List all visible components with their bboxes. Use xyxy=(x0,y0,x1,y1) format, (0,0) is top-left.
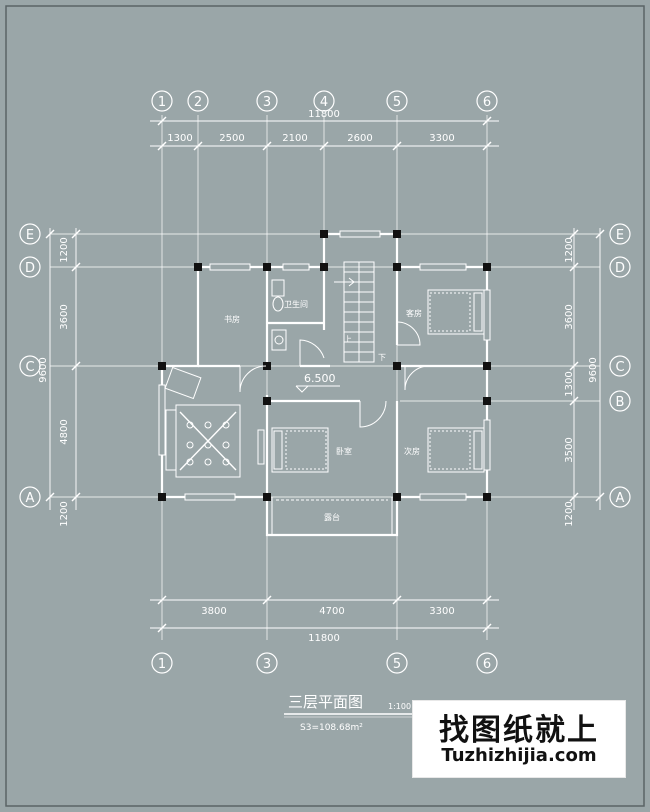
dim-left-seg-2: 3600 xyxy=(59,304,70,329)
floor-elevation: 6.500 xyxy=(304,372,336,385)
bedroom-bed xyxy=(257,427,329,473)
axis-label-top-1: 1 xyxy=(158,95,166,110)
room-label-bedroom: 卧室 xyxy=(336,446,352,456)
dim-right-seg-4: 3500 xyxy=(564,437,575,462)
elevation-marker xyxy=(295,385,310,393)
dim-top-seg-2: 2500 xyxy=(219,133,244,144)
brand-url: Tuzhizhijia.com xyxy=(441,745,597,766)
staircase xyxy=(334,261,375,363)
dim-bottom-seg-2: 4700 xyxy=(319,606,344,617)
dim-top-seg-3: 2100 xyxy=(282,133,307,144)
study-furniture xyxy=(164,366,241,478)
dim-right-seg-3: 1300 xyxy=(564,371,575,396)
structural-columns xyxy=(158,230,491,501)
axis-label-top-2: 2 xyxy=(194,95,202,110)
dim-top-seg-1: 1300 xyxy=(167,133,192,144)
room-label-second-bedroom: 次房 xyxy=(404,446,420,456)
room-label-balcony: 露台 xyxy=(324,512,340,522)
windows xyxy=(158,230,491,501)
second-bedroom-bed xyxy=(427,427,485,473)
dim-bottom-seg-3: 3300 xyxy=(429,606,454,617)
axis-label-top-5: 5 xyxy=(393,95,401,110)
drawing-scale: 1:100 xyxy=(388,702,411,711)
dim-left-seg-3: 4800 xyxy=(59,419,70,444)
stair-down-label: 下 xyxy=(378,353,386,362)
guest-room-bed xyxy=(427,289,485,335)
stair-treads xyxy=(344,271,374,353)
bathroom-fixtures xyxy=(271,279,287,351)
dim-top-seg-5: 3300 xyxy=(429,133,454,144)
axis-label-right-e: E xyxy=(616,228,624,243)
axis-label-right-b: B xyxy=(616,395,625,410)
drawing-title: 三层平面图 xyxy=(288,693,363,711)
dim-right-seg-2: 3600 xyxy=(564,304,575,329)
dim-right-seg-1: 1200 xyxy=(564,237,575,262)
doors xyxy=(239,321,430,428)
axis-label-left-a: A xyxy=(26,491,35,506)
room-label-guest-room: 客房 xyxy=(406,308,422,318)
dim-top-seg-4: 2600 xyxy=(347,133,372,144)
axis-label-bottom-1: 1 xyxy=(158,657,166,672)
dim-left-seg-1: 1200 xyxy=(59,237,70,262)
dim-top-total: 11800 xyxy=(308,109,340,120)
axis-label-right-a: A xyxy=(616,491,625,506)
dim-left-seg-4: 1200 xyxy=(59,501,70,526)
axis-label-bottom-3: 3 xyxy=(263,657,271,672)
stair-up-label: 上 xyxy=(344,335,352,344)
drawing-area: S3=108.68m² xyxy=(300,723,363,733)
axis-label-top-4: 4 xyxy=(320,95,328,110)
dim-bottom-seg-1: 3800 xyxy=(201,606,226,617)
dimension-ticks xyxy=(45,116,605,633)
dim-right-total: 9600 xyxy=(588,357,599,382)
axis-label-bottom-5: 5 xyxy=(393,657,401,672)
axis-bubbles-top xyxy=(19,90,631,674)
dim-right-seg-5: 1200 xyxy=(564,501,575,526)
dim-left-total: 9600 xyxy=(38,357,49,382)
brand-watermark: 找图纸就上 Tuzhizhijia.com xyxy=(412,700,626,778)
room-label-bathroom: 卫生间 xyxy=(284,299,308,309)
axis-label-left-e: E xyxy=(26,228,34,243)
drawing-frame xyxy=(5,5,645,807)
axis-label-top-3: 3 xyxy=(263,95,271,110)
axis-label-top-6: 6 xyxy=(483,95,491,110)
axis-label-left-d: D xyxy=(25,261,35,276)
brand-name-cn: 找图纸就上 xyxy=(439,713,599,748)
axis-label-right-d: D xyxy=(615,261,625,276)
axis-label-left-c: C xyxy=(25,360,34,375)
room-label-study: 书房 xyxy=(224,314,240,324)
dim-bottom-total: 11800 xyxy=(308,633,340,644)
axis-label-bottom-6: 6 xyxy=(483,657,491,672)
axis-label-right-c: C xyxy=(615,360,624,375)
